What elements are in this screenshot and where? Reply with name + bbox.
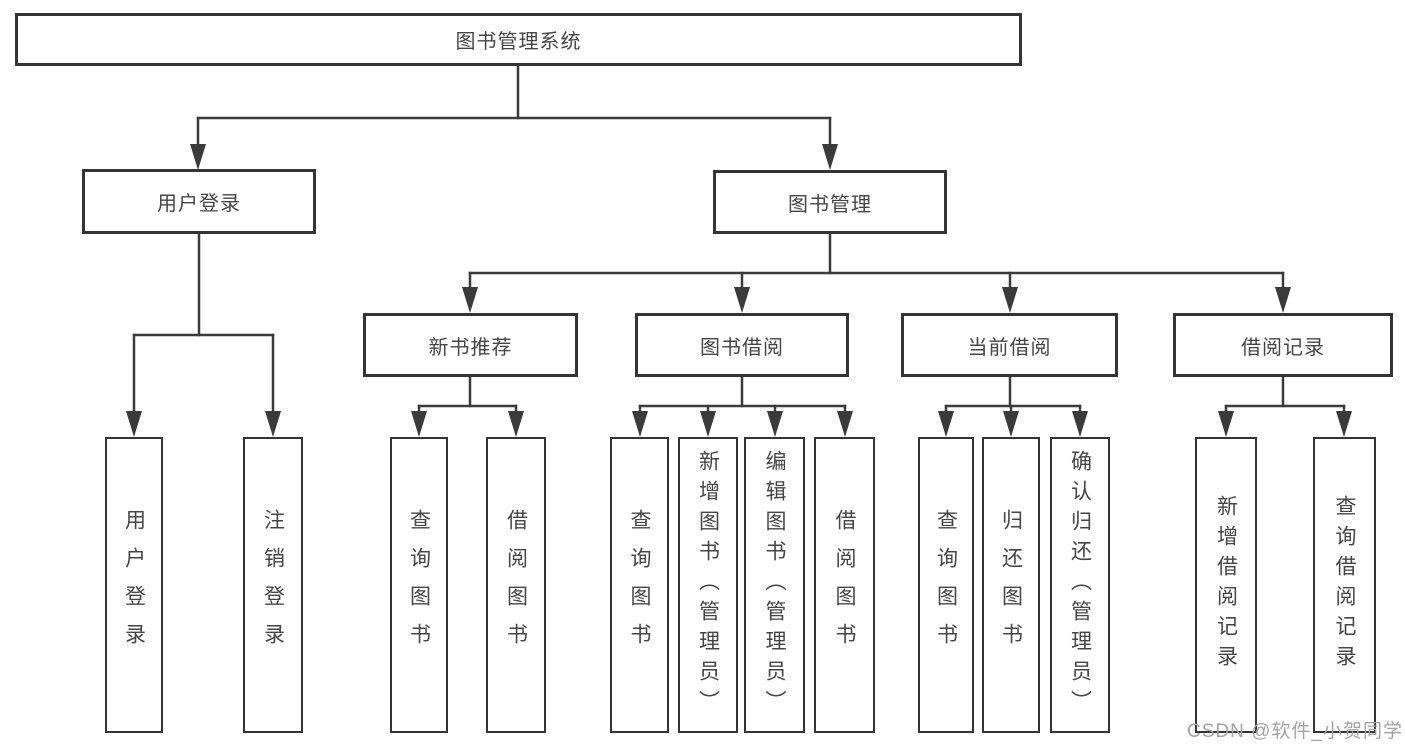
leaf-search-books-borrowing: 查询图书: [610, 437, 669, 733]
node-book-management: 图书管理: [713, 170, 947, 234]
leaf-search-books-current-label: 查询图书: [934, 509, 958, 661]
leaf-add-borrow-record-label: 新增借阅记录: [1214, 495, 1238, 675]
leaf-borrow-books-recommend: 借阅图书: [486, 437, 546, 733]
leaf-edit-book-admin: 编辑图书（管理员）: [744, 437, 805, 733]
leaf-confirm-return-admin: 确认归还（管理员）: [1050, 437, 1110, 733]
leaf-add-borrow-record: 新增借阅记录: [1195, 437, 1257, 733]
node-current-borrowing: 当前借阅: [901, 313, 1118, 377]
leaf-add-book-admin-label: 新增图书（管理员）: [696, 450, 720, 720]
leaf-borrow-books-recommend-label: 借阅图书: [504, 509, 528, 661]
leaf-search-books-recommend: 查询图书: [390, 437, 448, 733]
watermark: CSDN @软件_小贺同学: [1187, 721, 1403, 742]
leaf-edit-book-admin-label: 编辑图书（管理员）: [763, 450, 786, 720]
leaf-search-books-current: 查询图书: [918, 437, 974, 733]
leaf-search-borrow-record: 查询借阅记录: [1313, 437, 1376, 733]
node-borrowing-records: 借阅记录: [1173, 313, 1393, 377]
node-new-book-recommendation: 新书推荐: [363, 313, 578, 377]
leaf-return-books-label: 归还图书: [999, 509, 1023, 661]
node-library-management-system: 图书管理系统: [15, 13, 1022, 66]
node-user-login: 用户登录: [82, 169, 316, 234]
leaf-user-login: 用户登录: [105, 437, 163, 733]
leaf-confirm-return-admin-label: 确认归还（管理员）: [1068, 450, 1092, 720]
leaf-add-book-admin: 新增图书（管理员）: [678, 437, 738, 733]
leaf-borrow-books-borrowing: 借阅图书: [814, 437, 875, 733]
leaf-search-books-recommend-label: 查询图书: [407, 509, 431, 661]
leaf-return-books: 归还图书: [982, 437, 1040, 733]
leaf-logout-login-label: 注销登录: [261, 509, 285, 661]
node-book-borrowing: 图书借阅: [635, 313, 849, 377]
leaf-logout-login: 注销登录: [243, 437, 303, 733]
leaf-search-borrow-record-label: 查询借阅记录: [1333, 495, 1356, 675]
leaf-user-login-label: 用户登录: [122, 509, 146, 661]
leaf-borrow-books-borrowing-label: 借阅图书: [833, 509, 856, 661]
leaf-search-books-borrowing-label: 查询图书: [628, 509, 651, 661]
